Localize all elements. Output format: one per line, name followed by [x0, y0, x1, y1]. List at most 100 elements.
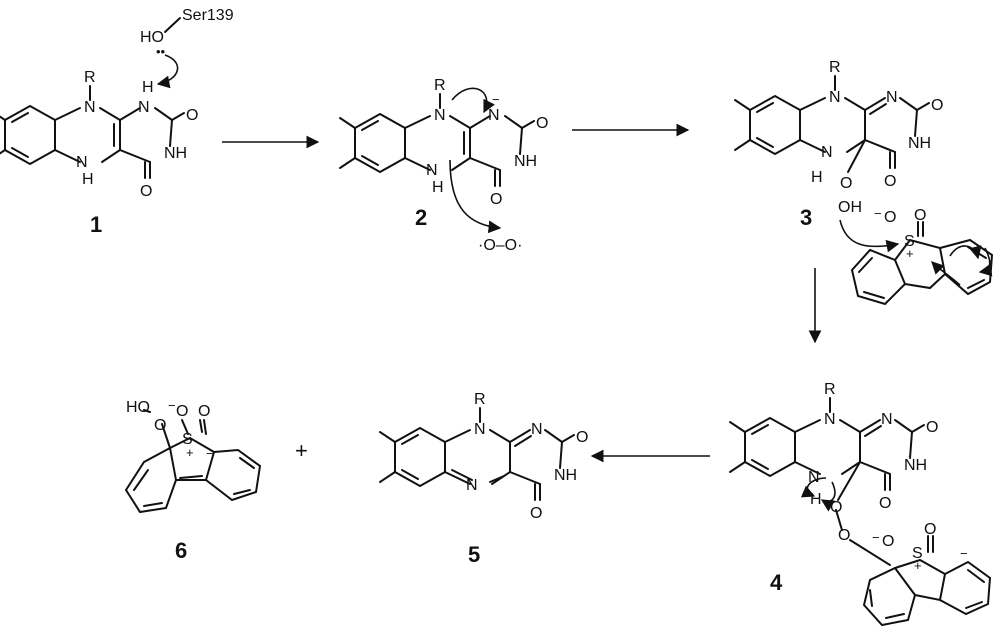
arrow-c2-electron-push: [451, 87, 495, 114]
c6-atom-O-peroxy: O: [154, 417, 166, 434]
dbt-sulfoxide: − O O S +: [839, 206, 994, 306]
compound-1-label: 1: [90, 212, 102, 237]
compound-5-bonds: [379, 407, 575, 501]
c2-atom-N5: N: [426, 162, 438, 179]
c1-atom-H: H: [142, 79, 154, 96]
c2-atom-N10: N: [434, 107, 446, 124]
c3-atom-N5: N: [821, 144, 833, 161]
c1-atom-H5: H: [82, 171, 94, 188]
c4-atom-N1: N: [881, 411, 893, 428]
arrow-c4-2: [820, 481, 836, 512]
c6-atom-HO: HO: [126, 399, 150, 416]
ser-lone-pair: ••: [156, 44, 166, 59]
c6-charge-minus-O: −: [168, 398, 176, 413]
dbt-atom-S: S: [904, 233, 915, 250]
c4-atom-R: R: [824, 381, 836, 398]
c5-atom-O2: O: [576, 429, 588, 446]
compound-2-label: 2: [415, 205, 427, 230]
arrow-ring-2: [978, 247, 993, 277]
c4-charge-minus-O: −: [872, 530, 880, 545]
c6-atom-O-neg: O: [176, 403, 188, 420]
compound-4: N R N O NH O N H O O − O O S + − 4: [729, 381, 992, 627]
c4-atom-O2: O: [926, 419, 938, 436]
c5-atom-R: R: [474, 391, 486, 408]
compound-6-label: 6: [175, 538, 187, 563]
arrow-ser-attack: [156, 54, 179, 89]
compound-4-label: 4: [770, 570, 783, 595]
c3-atom-O4: O: [884, 173, 896, 190]
arrow-ring-1: [949, 245, 982, 260]
c4-atom-O-a: O: [830, 499, 842, 516]
c3-atom-O-peroxy: O: [840, 175, 852, 192]
c4-atom-H5: H: [810, 491, 822, 508]
c2-charge-N1: −: [492, 92, 500, 107]
c1-atom-R: R: [84, 69, 96, 86]
c2-atom-O4: O: [490, 191, 502, 208]
c3-atom-OH: OH: [838, 199, 862, 216]
c4-atom-O-sulfonyl: O: [924, 521, 936, 538]
compound-6-bonds: [124, 409, 262, 514]
compound-3-bonds: [734, 75, 930, 173]
c3-atom-H5: H: [811, 169, 823, 186]
dbt-charge-minus-O: −: [874, 206, 882, 221]
compound-1-bonds: [0, 85, 185, 179]
dbt-atom-O: O: [914, 207, 926, 224]
c3-atom-N10: N: [829, 89, 841, 106]
c4-atom-NH3: NH: [904, 457, 927, 474]
c3-atom-O2: O: [931, 97, 943, 114]
c6-charge-plus-S: +: [186, 445, 194, 460]
c5-atom-N10: N: [474, 421, 486, 438]
c4-atom-N10: N: [824, 411, 836, 428]
c2-atom-NH3: NH: [514, 153, 537, 170]
compound-3-label: 3: [800, 205, 812, 230]
arrow-to-dioxygen: [449, 159, 502, 234]
compound-2-bonds: [339, 93, 535, 187]
c5-atom-N1: N: [531, 421, 543, 438]
compound-2: N R N − O NH O N H ·O–O· 2: [339, 77, 548, 254]
plus-sign: +: [295, 438, 308, 463]
c4-atom-O-neg: O: [882, 533, 894, 550]
dbt-charge-plus-S: +: [906, 246, 914, 261]
compound-6: HO O − O O S + − 6: [124, 398, 262, 563]
ser-label: Ser139: [182, 7, 234, 24]
c3-atom-NH3: NH: [908, 135, 931, 152]
c5-atom-NH3: NH: [554, 467, 577, 484]
c2-atom-O2: O: [536, 115, 548, 132]
c3-atom-R: R: [829, 59, 841, 76]
compound-5-label: 5: [468, 542, 480, 567]
c4-atom-O-b: O: [838, 527, 850, 544]
c4-atom-S: S: [912, 545, 923, 562]
c6-atom-O-sulfonyl: O: [198, 403, 210, 420]
dbt-atom-O-neg: O: [884, 209, 896, 226]
c2-atom-H5: H: [432, 179, 444, 196]
c4-charge-plus-S: +: [914, 558, 922, 573]
c1-atom-NH3: NH: [164, 145, 187, 162]
c4-atom-N5: N: [808, 469, 820, 486]
c1-atom-O2: O: [186, 107, 198, 124]
c5-atom-N5: N: [466, 477, 478, 494]
c4-atom-O4: O: [879, 495, 891, 512]
c1-atom-N10: N: [84, 99, 96, 116]
compound-5: N R N O NH O N 5: [379, 391, 588, 567]
dioxygen: ·O–O·: [478, 237, 522, 254]
c1-atom-N5: N: [76, 154, 88, 171]
dbt-bonds: [850, 221, 994, 306]
compound-1: N R N H O NH O N H HO Ser139 •• 1: [0, 7, 234, 237]
c1-atom-N1: N: [138, 99, 150, 116]
c3-atom-N1: N: [886, 89, 898, 106]
compound-3: N R N O NH O N H O OH 3 − O O S: [734, 59, 994, 306]
c4-charge-minus-C: −: [960, 546, 968, 561]
c6-charge-minus-C: −: [206, 446, 214, 461]
arrow-peroxy-attack: [839, 219, 900, 253]
c5-atom-O4: O: [530, 505, 542, 522]
arrow-c4-1: [800, 477, 827, 498]
ser-ho: HO: [140, 29, 164, 46]
c2-atom-R: R: [434, 77, 446, 94]
arrow-ring-3: [931, 261, 961, 286]
c2-atom-N1: N: [488, 107, 500, 124]
compound-4-bonds: [729, 397, 992, 627]
c1-atom-O4: O: [140, 183, 152, 200]
c6-atom-S: S: [182, 431, 193, 448]
